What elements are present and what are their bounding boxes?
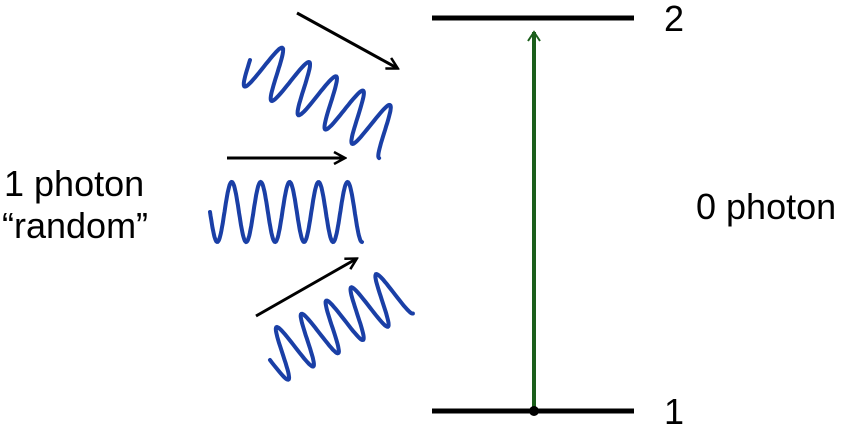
upper-level-label: 2 — [664, 0, 684, 39]
zero-photon-label: 0 photon — [696, 186, 836, 227]
ground-state-dot — [529, 406, 539, 416]
photon-count-label: 1 photon — [4, 163, 144, 204]
top-photon-direction-arrow — [296, 11, 397, 68]
bottom-photon-wave — [268, 272, 415, 382]
lower-level-label: 1 — [664, 391, 684, 424]
bottom-photon-direction-arrow — [255, 259, 356, 318]
middle-photon-wave — [208, 179, 364, 245]
random-label: “random” — [2, 205, 148, 246]
top-photon-wave — [241, 45, 393, 161]
